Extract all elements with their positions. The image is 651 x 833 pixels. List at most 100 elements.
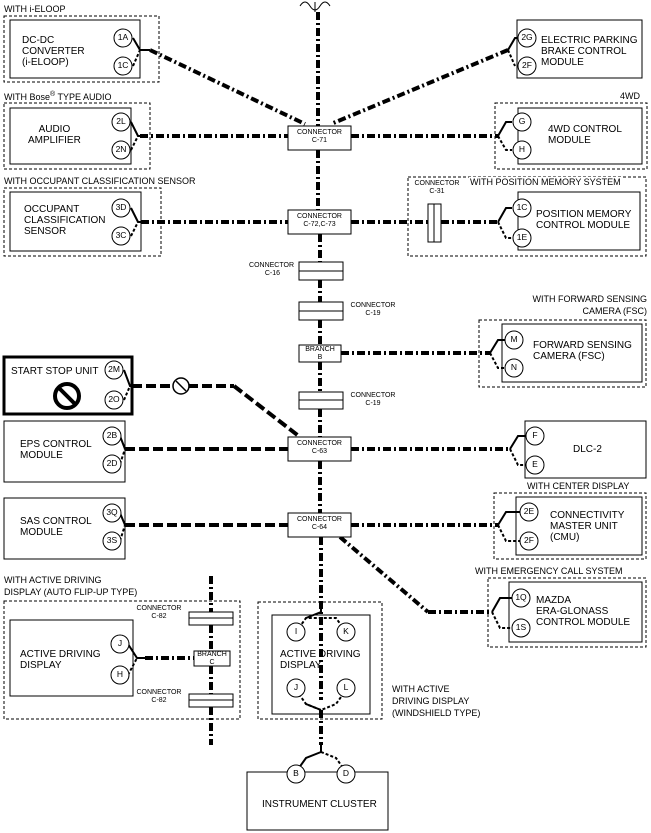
branch-b-line1: BRANCH <box>305 346 335 353</box>
twist-audio-a <box>130 121 140 137</box>
pin-cluster-b: B <box>293 768 299 778</box>
twist-adp-auto-a <box>127 643 145 659</box>
twist-4wd-a <box>497 121 512 137</box>
module-cluster: INSTRUMENT CLUSTER <box>262 799 377 810</box>
module-era-line3: CONTROL MODULE <box>536 617 631 629</box>
branch-b-box <box>298 344 342 363</box>
group-position-border <box>407 176 647 257</box>
module-occupant-line3: SENSOR <box>24 226 67 238</box>
twist-adp-ws-bot <box>295 689 347 712</box>
module-adp-auto: ACTIVE DRIVING DISPLAY <box>20 649 101 671</box>
module-position: POSITION MEMORY CONTROL MODULE <box>536 209 631 231</box>
module-position-box <box>517 191 641 251</box>
twist-occupant-a <box>130 207 141 223</box>
pin-4wd-g: G <box>518 116 526 126</box>
group-label-ieloop: WITH i-ELOOP <box>4 4 66 14</box>
pin-adp-ws-l: L <box>343 682 349 692</box>
module-cluster-box <box>246 771 389 831</box>
pin-dlc-f: F <box>532 430 538 440</box>
connector-c31-line1: CONNECTOR <box>414 180 460 187</box>
connector-c82a-line1: CONNECTOR <box>136 605 182 612</box>
module-era: MAZDA ERA-GLONASS CONTROL MODULE <box>536 595 630 629</box>
module-eps-box <box>3 420 126 483</box>
pin-ssu-2o: 2O <box>108 394 120 404</box>
twist-epb-a <box>507 37 517 51</box>
pin-dlc-e: E <box>532 459 538 469</box>
group-label-bose: WITH Bose® TYPE AUDIO <box>4 91 112 102</box>
module-epb-line1: ELECTRIC PARKING <box>541 35 638 46</box>
module-fsc-box <box>501 323 643 383</box>
connector-c72-line2: C-72,C-73 <box>303 220 336 228</box>
pin-position-1c: 1C <box>516 202 528 212</box>
group-label-4wd: 4WD <box>620 91 640 101</box>
connector-c72-box <box>287 209 352 235</box>
module-dcdc-line1: DC-DC <box>22 35 55 46</box>
module-audio-line2: AMPLIFIER <box>28 135 81 147</box>
connector-c31: CONNECTOR C-31 <box>410 180 464 196</box>
pin-dcdc-1a: 1A <box>117 32 129 42</box>
pin-occupant-3d: 3D <box>115 202 127 212</box>
connector-c82b-line2: C-82 <box>151 696 167 704</box>
module-cmu-line2: MASTER UNIT <box>550 521 618 533</box>
module-adp-ws: ACTIVE DRIVING DISPLAY <box>280 649 361 671</box>
group-label-adp-ws-3: (WINDSHIELD TYPE) <box>392 708 481 718</box>
pin-dcdc-1c: 1C <box>117 60 129 70</box>
group-label-adp-ws-2: DRIVING DISPLAY <box>392 696 470 706</box>
group-label-bose-sup: ® <box>50 91 56 98</box>
group-label-occupant: WITH OCCUPANT CLASSIFICATION SENSOR <box>4 176 196 186</box>
group-label-adp-auto-2: DISPLAY (AUTO FLIP-UP TYPE) <box>4 587 138 597</box>
pin-adp-ws-i: I <box>294 626 298 636</box>
module-audio-box <box>9 107 132 165</box>
pin-epb-2f: 2F <box>522 60 532 70</box>
connector-c63: CONNECTOR C-63 <box>288 440 351 456</box>
connector-c72: CONNECTOR C-72,C-73 <box>288 213 351 229</box>
connector-c16-line1: CONNECTOR <box>249 262 294 269</box>
pin-fsc-m: M <box>510 334 518 344</box>
module-epb: ELECTRIC PARKING BRAKE CONTROL MODULE <box>541 35 638 69</box>
group-ieloop-border <box>3 15 160 83</box>
connector-c16-line2: C-16 <box>264 269 280 277</box>
pin-eps-2d: 2D <box>106 458 118 468</box>
twist-position-a <box>497 207 512 223</box>
group-adp-auto-border <box>3 600 241 720</box>
pin-occupant-3c: 3C <box>115 230 127 240</box>
module-era-line1: MAZDA <box>536 595 571 606</box>
module-dcdc: DC-DC CONVERTER (i-ELOOP) <box>22 35 85 69</box>
module-adp-ws-line1: ACTIVE DRIVING <box>280 649 361 660</box>
module-dlc-box <box>524 420 647 479</box>
module-fsc-line2: CAMERA (FSC) <box>533 351 605 363</box>
module-eps: EPS CONTROL MODULE <box>20 439 92 461</box>
connector-c82a: CONNECTOR C-82 <box>130 605 188 621</box>
pin-adp-ws-k: K <box>343 626 349 636</box>
connector-c64: CONNECTOR C-64 <box>288 516 351 532</box>
bus-ssu-b <box>232 384 302 439</box>
module-sas: SAS CONTROL MODULE <box>20 516 92 538</box>
connector-c19b: CONNECTOR C-19 <box>344 392 402 408</box>
group-fsc-border <box>478 319 647 388</box>
pin-eps-2b: 2B <box>106 430 118 440</box>
pin-cmu-2e: 2E <box>523 506 535 516</box>
module-4wd-line2: MODULE <box>548 135 591 147</box>
can-bus-dashed <box>125 384 302 527</box>
module-adp-auto-box <box>9 619 134 697</box>
group-label-fsc-2: CAMERA (FSC) <box>582 306 647 316</box>
module-cmu-line3: (CMU) <box>550 532 580 544</box>
can-bus-lines <box>140 12 510 745</box>
module-ssu: START STOP UNIT <box>11 366 98 377</box>
module-epb-line2: BRAKE CONTROL <box>541 46 627 58</box>
module-cluster-line1: INSTRUMENT CLUSTER <box>262 799 377 810</box>
pin-cmu-2f: 2F <box>524 535 534 545</box>
branch-c-line2: C <box>209 658 215 666</box>
group-label-position: WITH POSITION MEMORY SYSTEM <box>469 177 622 188</box>
pin-fsc-n: N <box>510 362 518 372</box>
pin-sas-3s: 3S <box>106 535 118 545</box>
branch-c-box <box>193 650 231 667</box>
connector-c19a: CONNECTOR C-19 <box>344 302 402 318</box>
connector-c19a-line1: CONNECTOR <box>350 302 396 309</box>
group-label-emergency: WITH EMERGENCY CALL SYSTEM <box>475 566 623 576</box>
connector-c31-line2: C-31 <box>429 187 445 195</box>
connector-c71: CONNECTOR C-71 <box>288 129 351 145</box>
twist-era-a <box>491 597 512 613</box>
module-cmu-line1: CONNECTIVITY <box>550 510 625 521</box>
